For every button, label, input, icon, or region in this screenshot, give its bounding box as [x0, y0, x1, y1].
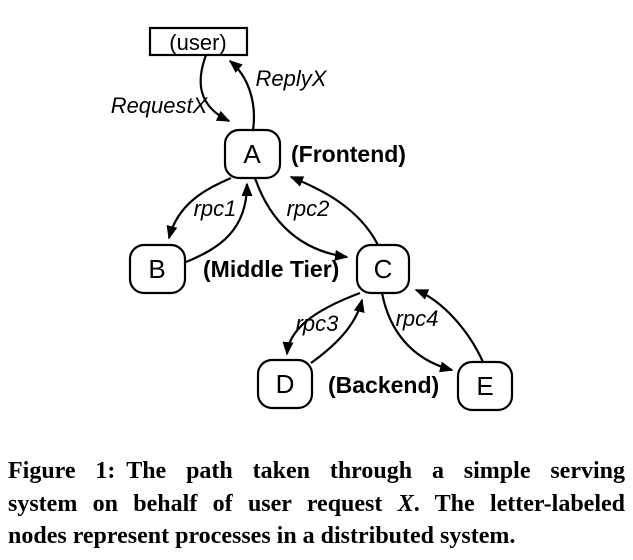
tier-label-frontend: (Frontend): [291, 141, 406, 167]
tier-label-middle-tier: (Middle Tier): [203, 256, 339, 282]
caption-line-1-text: The path taken through a simple serving: [126, 458, 625, 484]
caption-line-2: system on behalf of user request X. The …: [8, 488, 625, 521]
edge-rpc3-request-arrow: [282, 291, 361, 356]
node-e-label: E: [476, 371, 493, 401]
node-d-label: D: [276, 369, 295, 399]
caption-request-x: X: [397, 490, 414, 517]
node-b-box: [128, 243, 187, 295]
edge-replyx-arrow: [228, 60, 255, 131]
edge-label-requestx: RequestX: [111, 93, 209, 118]
edge-rpc4-reply-arrow: [414, 288, 485, 363]
node-user-label: (user): [169, 30, 226, 55]
edge-rpc1-request-arrow: [166, 176, 232, 240]
node-b-label: B: [148, 254, 165, 284]
caption-line-2-post: . The letter-labeled: [413, 490, 625, 517]
caption-line-1: Figure 1: The path taken through a simple…: [8, 455, 625, 488]
node-c-label: C: [374, 254, 393, 284]
caption-line-3: nodes represent processes in a distribut…: [8, 520, 625, 553]
edge-rpc2-request-arrow: [253, 177, 349, 261]
caption-line-2-pre: system on behalf of user request: [8, 490, 383, 517]
tier-label-backend: (Backend): [328, 372, 439, 398]
node-user-box: [148, 26, 249, 57]
edge-label-rpc1: rpc1: [194, 196, 237, 221]
node-e-box: [456, 360, 514, 412]
edge-label-rpc3: rpc3: [296, 311, 340, 336]
edge-label-rpc4: rpc4: [396, 306, 439, 331]
edge-rpc2-reply-arrow: [289, 175, 379, 246]
node-a-box: [223, 128, 282, 180]
node-a-label: A: [243, 139, 261, 169]
edge-label-rpc2: rpc2: [287, 196, 330, 221]
edge-rpc4-request-arrow: [380, 292, 454, 373]
edge-requestx-arrow: [199, 54, 231, 122]
node-d-box: [256, 358, 314, 410]
node-c-box: [355, 243, 411, 295]
edge-rpc3-reply-arrow: [310, 298, 365, 364]
edge-rpc1-reply-arrow: [185, 182, 253, 264]
serving-system-diagram: (user) A B C D E RequestX ReplyX rpc1 rp…: [111, 26, 514, 412]
caption-figure-label: Figure 1:: [8, 458, 116, 484]
figure-caption: Figure 1: The path taken through a simple…: [8, 455, 625, 553]
caption-line-3-text: nodes represent processes in a distribut…: [8, 523, 516, 549]
edge-label-replyx: ReplyX: [256, 66, 328, 91]
